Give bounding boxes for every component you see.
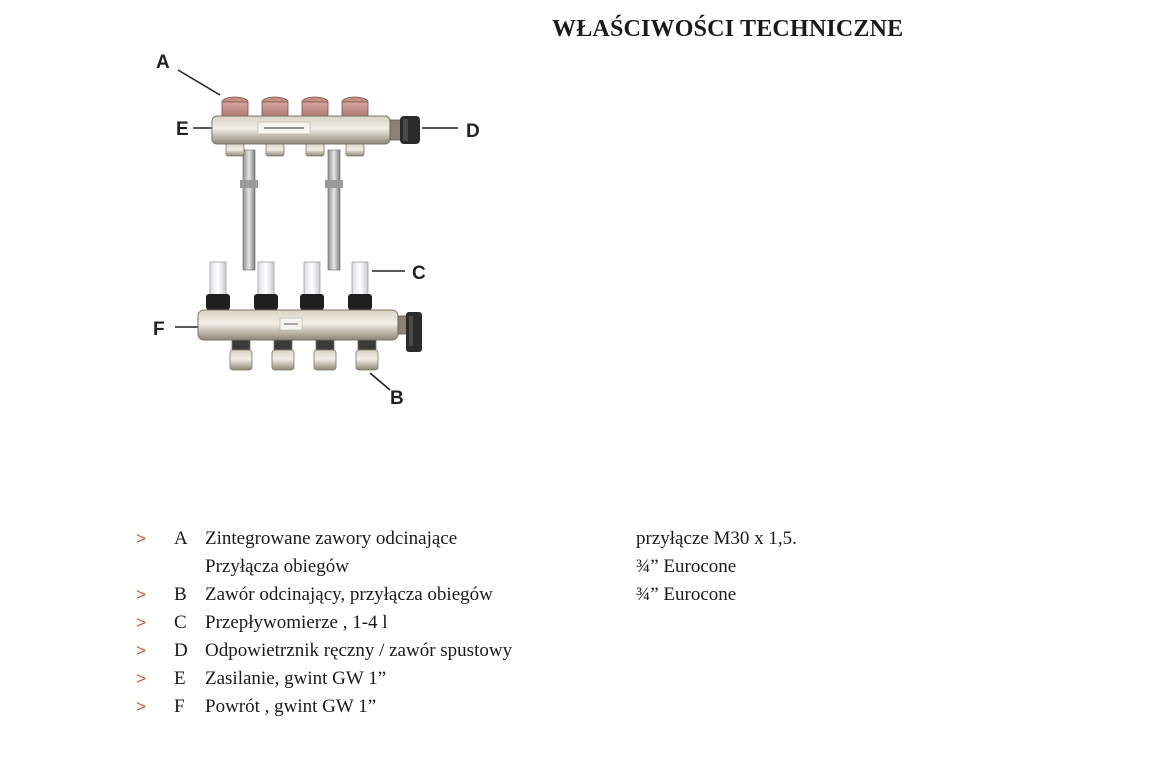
bullet-marker: >: [136, 641, 146, 660]
callout-c: C: [412, 263, 426, 284]
spec-row-b: > B Zawór odcinający, przyłącza obiegów …: [0, 584, 1166, 606]
spec-description: Zasilanie, gwint GW 1”: [205, 668, 387, 689]
spec-letter: C: [174, 612, 187, 633]
callout-a: A: [156, 52, 170, 73]
spec-description: Przepływomierze , 1-4 l: [205, 612, 388, 633]
spec-letter: F: [174, 696, 185, 717]
spec-description: Powrót , gwint GW 1”: [205, 696, 377, 717]
spec-row-f: > F Powrót , gwint GW 1”: [0, 696, 1166, 718]
spec-letter: A: [174, 528, 188, 549]
spec-row-d: > D Odpowietrznik ręczny / zawór spustow…: [0, 640, 1166, 662]
spec-description: Przyłącza obiegów: [205, 556, 350, 577]
callout-d: D: [466, 121, 480, 142]
callout-e: E: [176, 119, 189, 140]
callout-f: F: [153, 319, 165, 340]
spec-description: Zawór odcinający, przyłącza obiegów: [205, 584, 493, 605]
spec-letter: D: [174, 640, 188, 661]
manifold-illustration: A E D C F B: [140, 40, 500, 420]
spec-description: Odpowietrznik ręczny / zawór spustowy: [205, 640, 513, 661]
bullet-marker: >: [136, 669, 146, 688]
spec-row-a: > A Zintegrowane zawory odcinające przył…: [0, 528, 1166, 550]
spec-value: przyłącze M30 x 1,5.: [636, 528, 797, 549]
page-title: WŁAŚCIWOŚCI TECHNICZNE: [552, 16, 904, 42]
spec-row-c: > C Przepływomierze , 1-4 l: [0, 612, 1166, 634]
spec-row-a-continued: Przyłącza obiegów ¾” Eurocone: [0, 556, 1166, 578]
spec-letter: B: [174, 584, 187, 605]
spec-value: ¾” Eurocone: [636, 556, 737, 577]
bullet-marker: >: [136, 697, 146, 716]
bullet-marker: >: [136, 613, 146, 632]
spec-value: ¾” Eurocone: [636, 584, 737, 605]
callout-b: B: [390, 388, 404, 409]
bullet-marker: >: [136, 529, 146, 548]
spec-letter: E: [174, 668, 186, 689]
spec-row-e: > E Zasilanie, gwint GW 1”: [0, 668, 1166, 690]
spec-description: Zintegrowane zawory odcinające: [205, 528, 458, 549]
bullet-marker: >: [136, 585, 146, 604]
